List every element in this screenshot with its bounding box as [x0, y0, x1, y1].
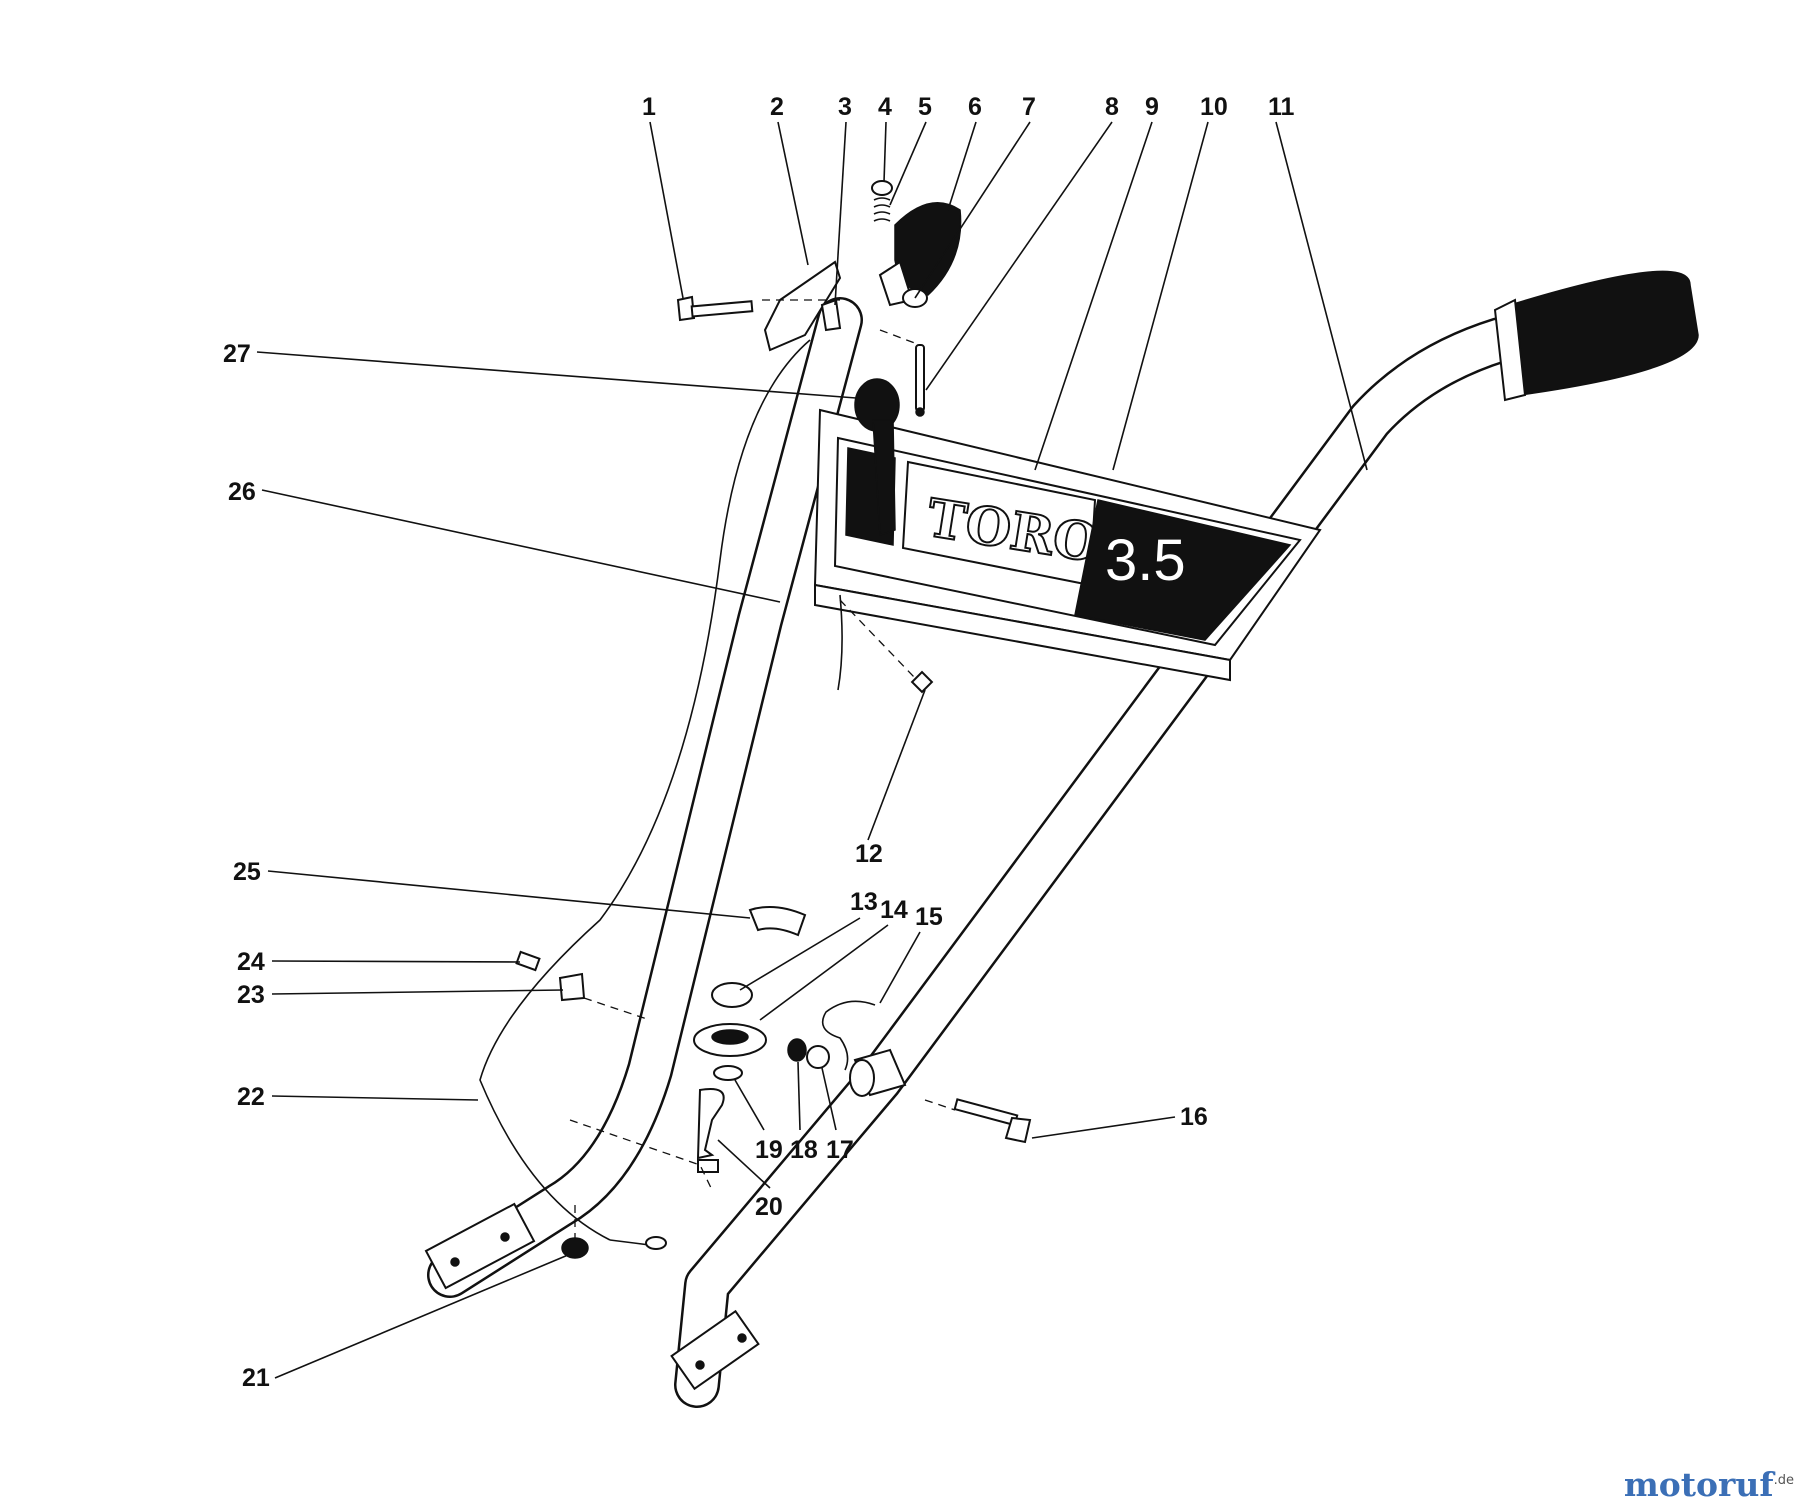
label-26: 26 [228, 478, 256, 506]
cable-clip [748, 905, 807, 937]
label-10: 10 [1200, 93, 1228, 121]
label-4: 4 [878, 93, 892, 121]
control-panel: TORO 3.5 [813, 408, 1322, 682]
clutch-handle-grip [878, 202, 962, 308]
label-2: 2 [770, 93, 784, 121]
label-7: 7 [1022, 93, 1036, 121]
left-handle-tube [424, 297, 863, 1298]
label-19: 19 [755, 1136, 783, 1164]
watermark-name: motoruf [1623, 1465, 1774, 1504]
label-18: 18 [790, 1136, 818, 1164]
label-9: 9 [1145, 93, 1159, 121]
right-handle-tube [670, 317, 1523, 1408]
throttle-cable [479, 339, 843, 1250]
label-23: 23 [237, 981, 265, 1009]
label-12: 12 [855, 840, 883, 868]
label-13: 13 [850, 888, 878, 916]
label-6: 6 [968, 93, 982, 121]
label-14: 14 [880, 896, 908, 924]
leader-lines [256, 121, 1368, 1379]
label-8: 8 [1105, 93, 1119, 121]
label-21: 21 [242, 1364, 270, 1392]
screw [839, 599, 934, 694]
label-27: 27 [223, 340, 251, 368]
spring-washers-spacer [787, 1000, 907, 1097]
label-11: 11 [1268, 93, 1295, 121]
label-20: 20 [755, 1193, 783, 1221]
watermark-logo: motoruf.de [1624, 1465, 1794, 1504]
callout-labels: 1 2 3 4 5 6 7 8 9 10 11 12 13 14 15 16 1… [223, 93, 1295, 1392]
label-24: 24 [237, 948, 265, 976]
throttle-lever-knob [854, 378, 900, 537]
label-16: 16 [1180, 1103, 1208, 1131]
label-1: 1 [642, 93, 656, 121]
label-3: 3 [838, 93, 852, 121]
label-5: 5 [918, 93, 932, 121]
spring-and-cap [871, 180, 893, 222]
right-handle-grip [1493, 270, 1699, 402]
nut [561, 1237, 589, 1259]
pin [915, 344, 925, 417]
idler-pulley-assembly [569, 982, 767, 1191]
bolt [924, 1098, 1032, 1144]
bracket-bolt-nut [676, 260, 842, 352]
label-22: 22 [237, 1083, 265, 1111]
watermark-tld: .de [1773, 1473, 1794, 1488]
cable-clamp [515, 950, 651, 1021]
label-25: 25 [233, 858, 261, 886]
panel-model-text: 3.5 [1105, 528, 1186, 593]
label-17: 17 [826, 1136, 854, 1164]
label-15: 15 [915, 903, 943, 931]
